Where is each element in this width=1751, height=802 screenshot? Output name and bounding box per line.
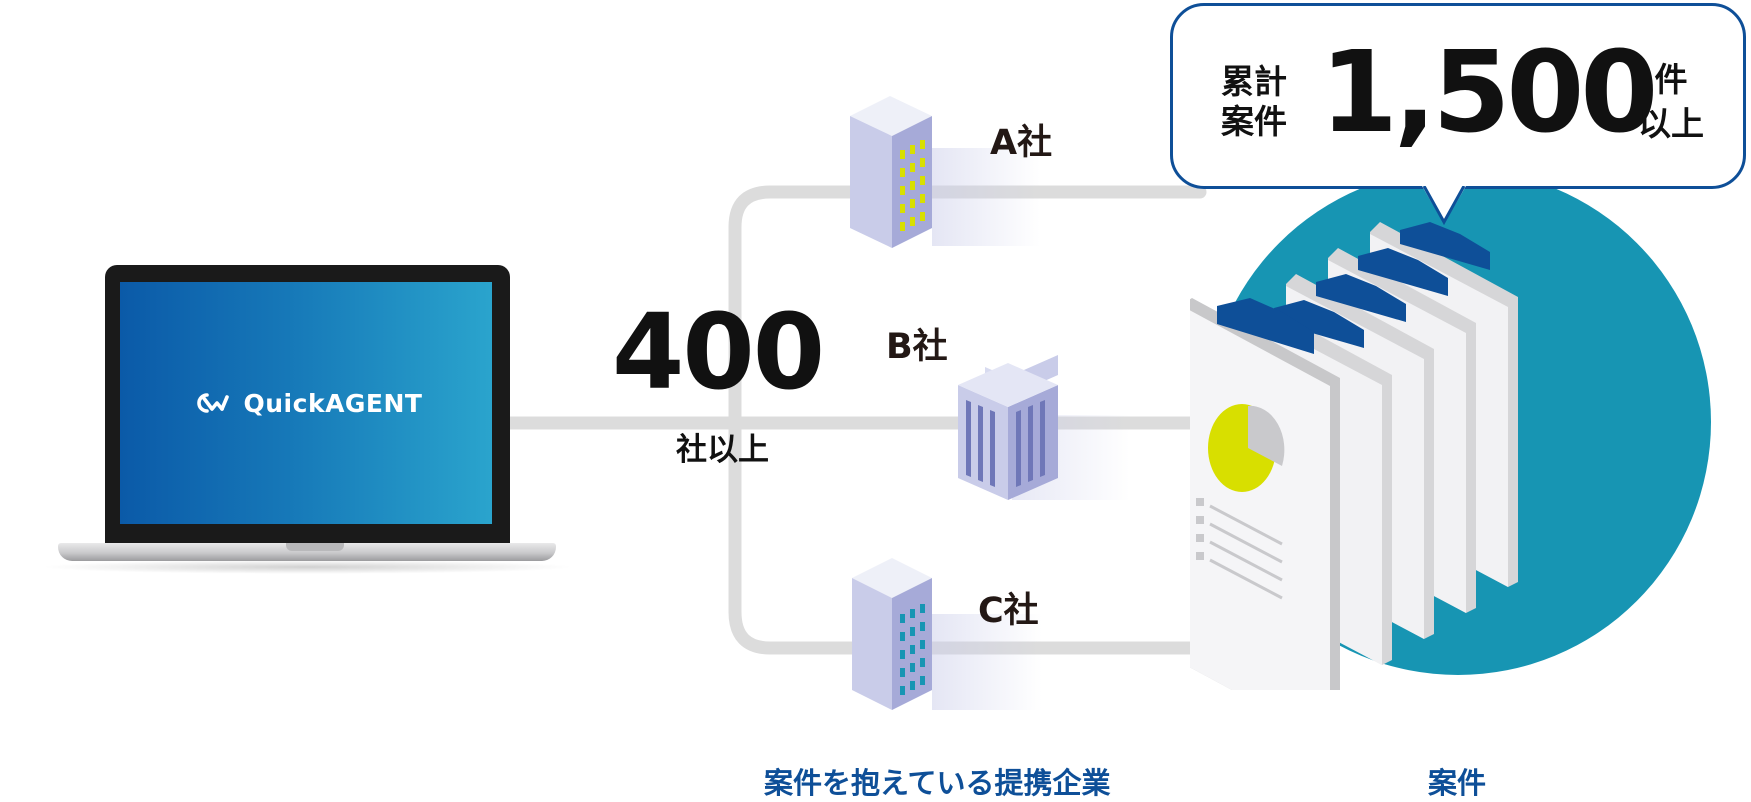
company-c-label: C社: [978, 591, 1039, 631]
bubble-tail: [1422, 186, 1466, 226]
laptop-notch: [286, 543, 344, 551]
brand-logo: QuickAGENT: [190, 389, 423, 418]
clipboard-stack-icon: [1190, 222, 1518, 690]
brand-name: QuickAGENT: [243, 388, 423, 418]
laptop-base: [58, 543, 556, 561]
laptop-display: QuickAGENT: [120, 282, 492, 524]
total-jobs-unit: 件 以上: [1630, 58, 1712, 146]
partner-count-suffix: 社以上: [676, 432, 769, 468]
company-a-label: A社: [990, 123, 1053, 163]
total-jobs-label-line1: 累計: [1221, 62, 1287, 101]
total-jobs-unit-line1: 件: [1654, 60, 1688, 99]
company-b-label: B社: [886, 327, 948, 367]
partners-caption: 案件を抱えている提携企業: [764, 766, 1111, 800]
partner-count: 400: [612, 291, 825, 413]
office-building-icon: [958, 355, 1130, 500]
total-jobs-value: 1,500: [1320, 28, 1658, 158]
total-jobs-unit-line2: 以上: [1638, 104, 1704, 143]
office-building-icon: [850, 96, 1040, 248]
company-bracket-line: [728, 185, 1337, 655]
total-jobs-label-line2: 案件: [1221, 102, 1287, 141]
total-jobs-bubble: [1170, 3, 1746, 189]
jobs-circle: [1190, 169, 1711, 690]
jobs-caption: 案件: [1428, 766, 1487, 800]
quickagent-logo-icon: [196, 393, 229, 413]
laptop-shadow: [40, 560, 575, 574]
office-building-icon: [852, 558, 1042, 710]
